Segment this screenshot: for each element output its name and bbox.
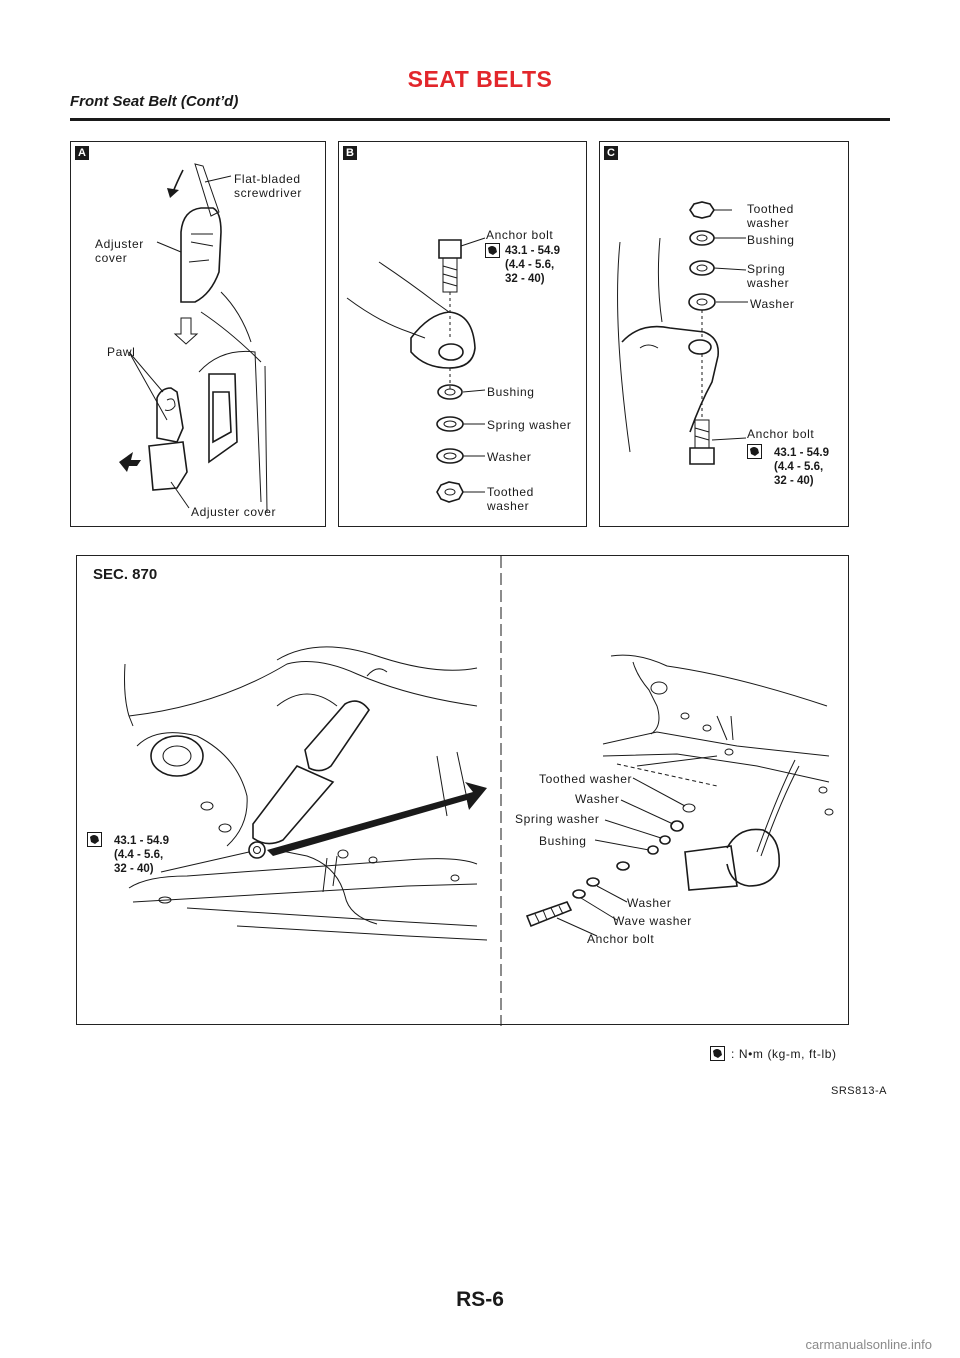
main-figure: SEC. 870 (76, 555, 849, 1026)
label-flat-bladed-screwdriver: Flat-bladed screwdriver (234, 172, 302, 200)
label-toothed-washer-c: Toothed washer (747, 202, 794, 230)
torque-wrench-icon (747, 444, 762, 459)
figure-id: SRS813-A (831, 1085, 887, 1097)
panel-a: A Flat-bladed screwdriver Adjuster cover… (70, 141, 326, 527)
label-bushing: Bushing (487, 385, 535, 399)
panel-b-illustration (346, 237, 486, 503)
label-adjuster-cover-top: Adjuster cover (95, 237, 144, 265)
panel-c-badge: C (604, 146, 618, 160)
label-bushing-main: Bushing (539, 834, 587, 848)
label-bushing-c: Bushing (747, 233, 795, 247)
torque-wrench-icon (87, 832, 102, 847)
watermark: carmanualsonline.info (805, 1337, 932, 1352)
label-spring-washer-main: Spring washer (515, 812, 600, 826)
torque-spec-c: 43.1 - 54.9 (4.4 - 5.6, 32 - 40) (774, 447, 829, 487)
torque-spec-main: 43.1 - 54.9 (4.4 - 5.6, 32 - 40) (114, 835, 169, 875)
label-washer-main-1: Washer (575, 792, 620, 806)
header-rule (70, 118, 890, 121)
torque-spec-b: 43.1 - 54.9 (4.4 - 5.6, 32 - 40) (505, 245, 560, 285)
label-washer: Washer (487, 450, 532, 464)
panel-c-illustration (617, 201, 748, 465)
label-wave-washer-main: Wave washer (613, 914, 692, 928)
torque-wrench-icon (710, 1046, 725, 1061)
torque-units-legend: : N•m (kg-m, ft-lb) (731, 1047, 837, 1061)
panel-b-badge: B (343, 146, 357, 160)
label-toothed-washer: Toothed washer (487, 485, 534, 513)
label-pawl: Pawl (107, 345, 136, 359)
label-spring-washer-c: Spring washer (747, 262, 790, 290)
panel-c: C Toothed washer Bushing Spring washer W… (599, 141, 849, 527)
page-subtitle: Front Seat Belt (Cont’d) (70, 93, 239, 110)
label-adjuster-cover-bottom: Adjuster cover (191, 505, 277, 519)
label-anchor-bolt: Anchor bolt (486, 228, 554, 242)
section-number: SEC. 870 (93, 566, 158, 583)
page-title: SEAT BELTS (407, 66, 553, 92)
panel-b: B Anchor bolt 43.1 - 54.9 (4.4 - 5.6, 32… (338, 141, 587, 527)
label-anchor-bolt-c: Anchor bolt (747, 427, 815, 441)
label-toothed-washer-main: Toothed washer (539, 772, 633, 786)
torque-wrench-icon (485, 243, 500, 258)
label-anchor-bolt-main: Anchor bolt (587, 932, 655, 946)
panel-a-illustration (119, 163, 268, 513)
main-figure-illustration (124, 556, 834, 1026)
label-washer-main-2: Washer (627, 896, 672, 910)
label-washer-c: Washer (750, 297, 795, 311)
page-number: RS-6 (456, 1288, 504, 1311)
panel-a-badge: A (75, 146, 89, 160)
label-spring-washer: Spring washer (487, 418, 572, 432)
